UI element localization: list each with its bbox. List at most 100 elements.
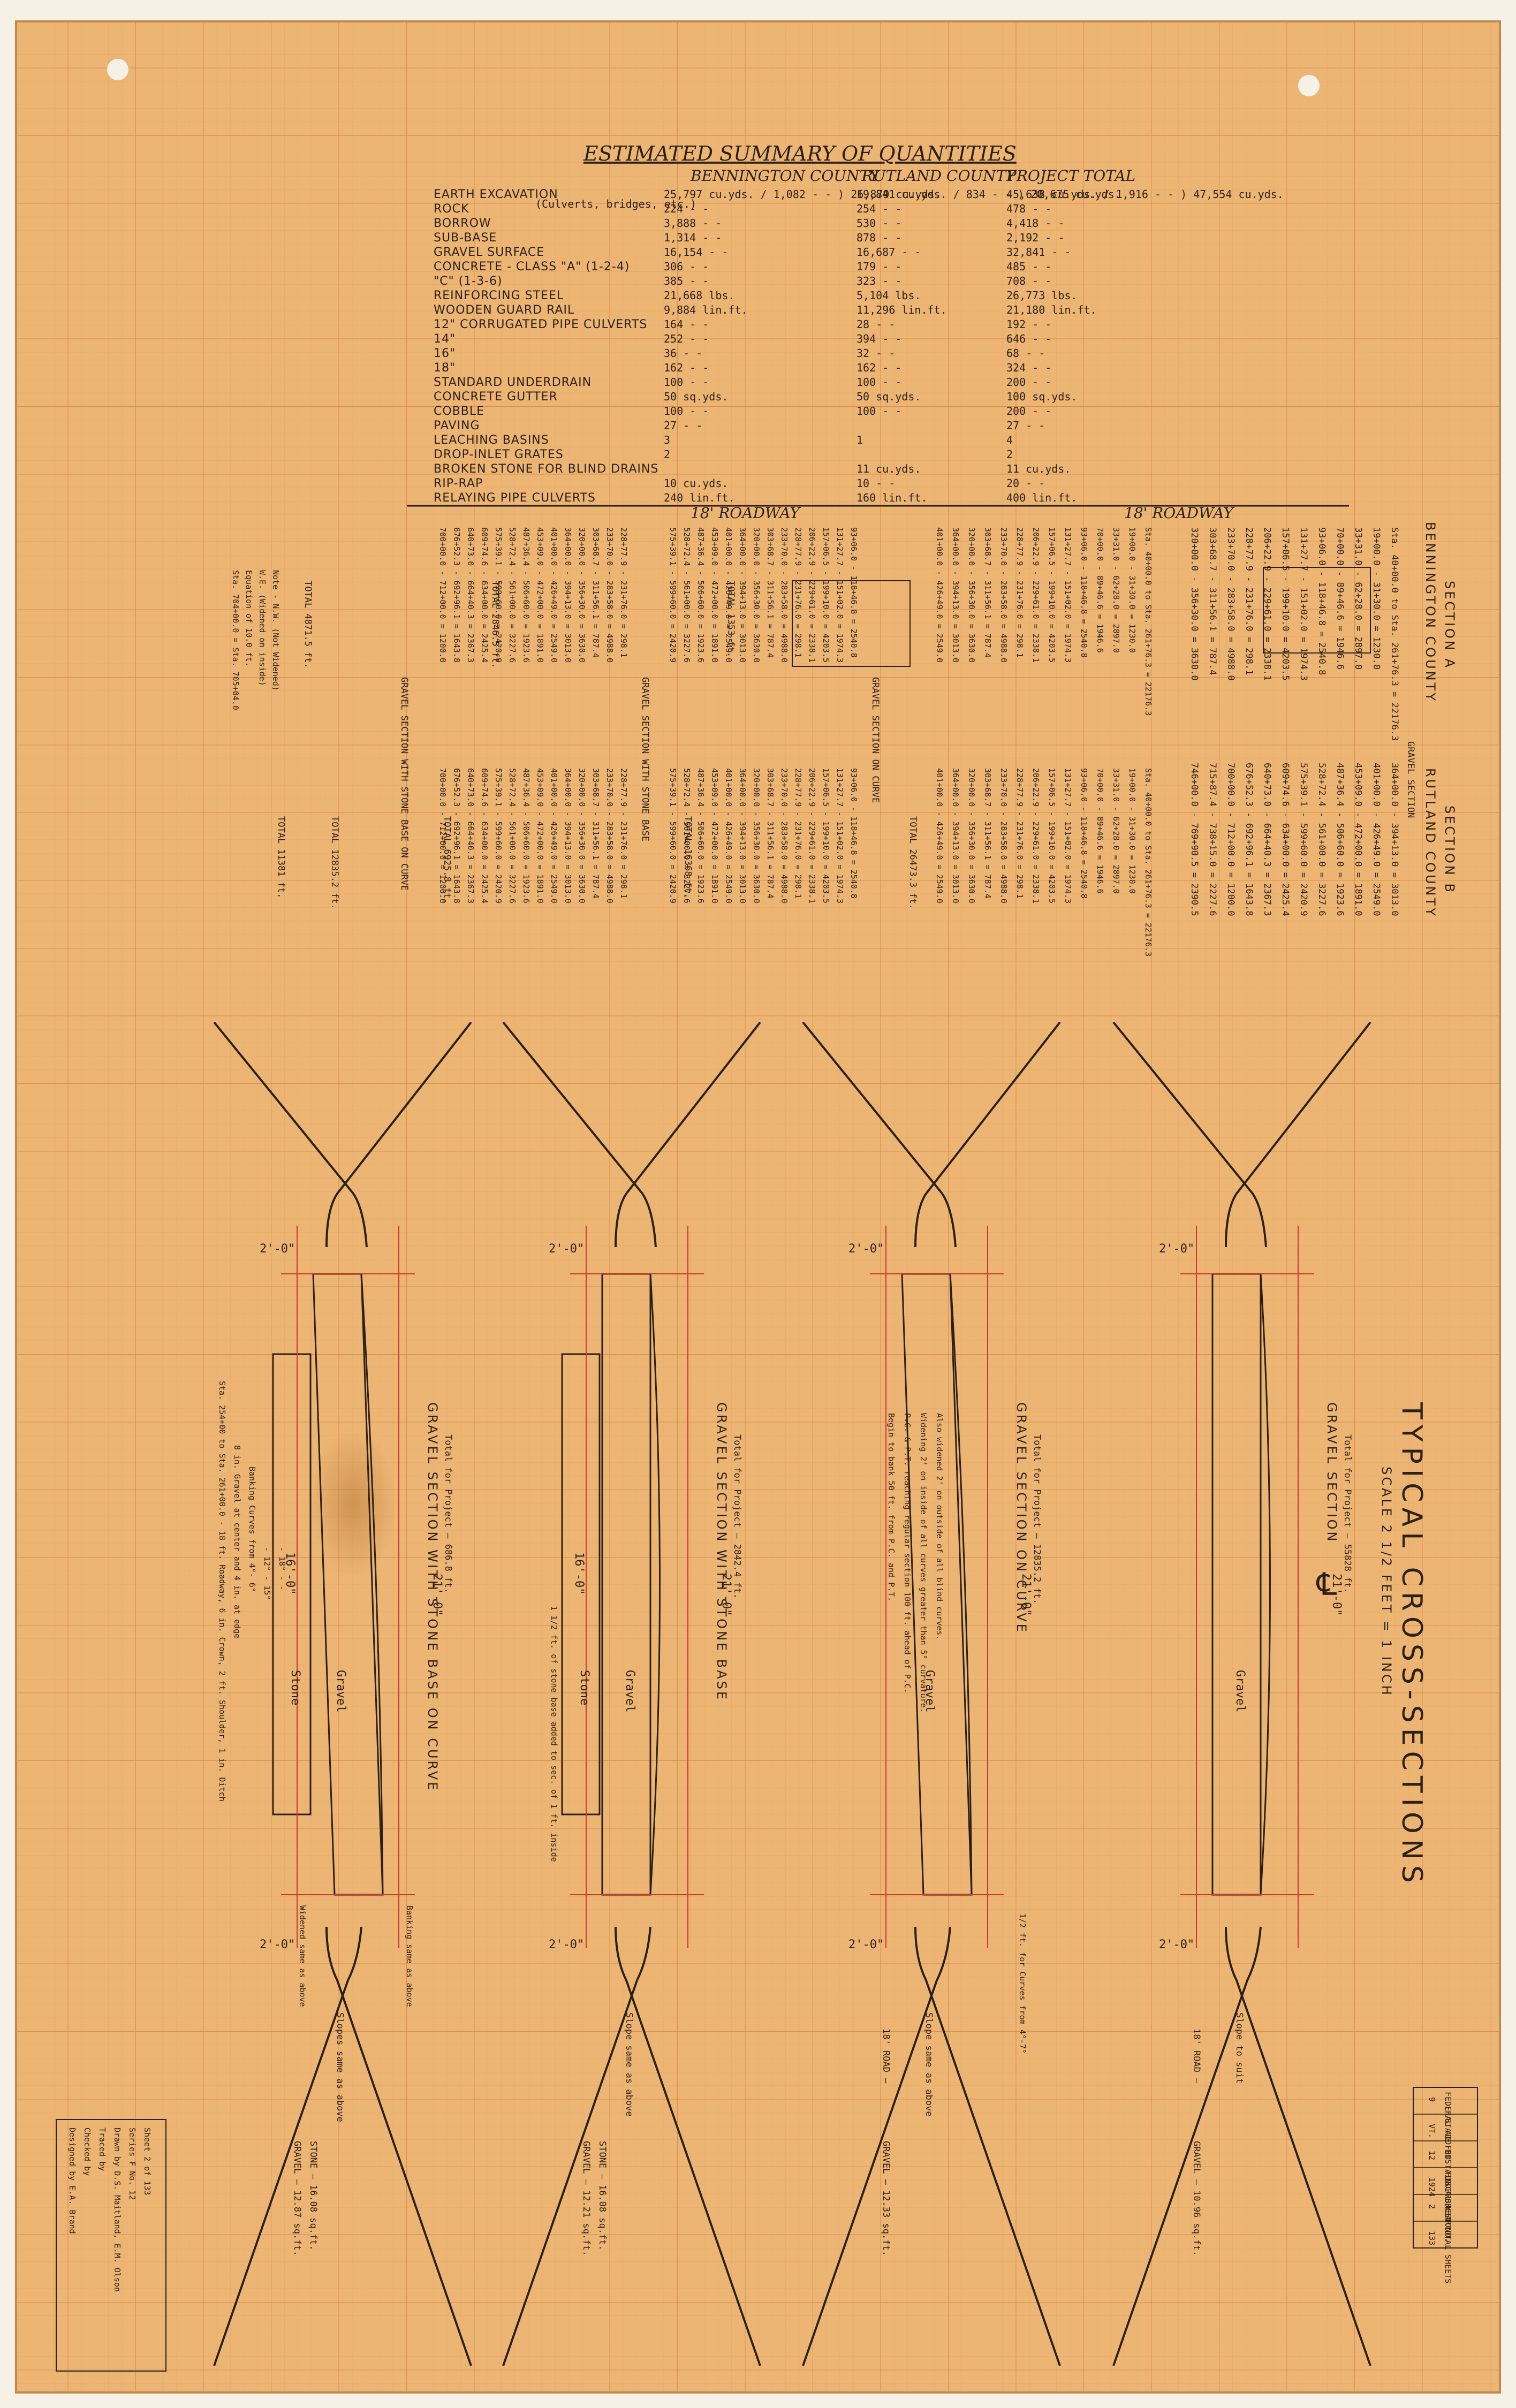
total-6: TOTAL 2846.5 ft. bbox=[490, 581, 501, 669]
quantity-total: 2 bbox=[1006, 448, 1013, 461]
total-7: TOTAL 1353 ft. bbox=[725, 581, 736, 657]
widened-note: Widened same as above bbox=[298, 1905, 307, 2007]
gravel-section-heading: GRAVEL SECTION bbox=[1405, 741, 1416, 818]
dim-label: 2'-0" bbox=[549, 1242, 584, 1256]
station-row: 157+06.5 - 199+10.0 = 4203.5 bbox=[1280, 527, 1291, 681]
station-row: 303+68.7 - 311+56.1 = 787.4 bbox=[983, 527, 992, 658]
quantity-item-label: LEACHING BASINS bbox=[434, 434, 549, 447]
quantity-item-label: 18" bbox=[434, 361, 456, 375]
material-label: Gravel bbox=[923, 1670, 936, 1712]
station-row: 303+68.7 - 311+56.1 = 787.4 bbox=[591, 768, 601, 899]
material-label: Stone bbox=[578, 1670, 591, 1705]
punch-hole-left bbox=[107, 59, 128, 80]
total-2: TOTAL 16368 ft. bbox=[683, 816, 693, 899]
total-1: TOTAL 26473.3 ft. bbox=[907, 816, 918, 909]
quantity-bennington: 21,668 lbs. bbox=[664, 289, 734, 302]
crown-line bbox=[649, 1273, 661, 1895]
area-label: GRAVEL — 10.96 sq.ft. bbox=[1191, 2141, 1202, 2256]
station-row: 401+00.0 - 426+49.0 = 2549.0 bbox=[935, 527, 944, 663]
gravel-label: Gravel bbox=[623, 1670, 636, 1712]
quantity-item-label: COBBLE bbox=[434, 405, 484, 418]
quantity-rutland: 1 bbox=[856, 434, 863, 446]
quantity-item-label: GRAVEL SURFACE bbox=[434, 246, 544, 259]
station-row: 700+00.0 - 712+00.0 = 1200.0 bbox=[1225, 763, 1236, 916]
station-row: 401+00.0 - 426+49.0 = 2549.0 bbox=[549, 527, 559, 663]
quantity-rutland: 394 - - bbox=[856, 332, 901, 345]
station-row: 228+77.9 - 231+76.0 = 298.1 bbox=[1015, 527, 1025, 658]
station-row: 640+73.0 - 664+40.3 = 2367.3 bbox=[1262, 763, 1272, 916]
station-row: 206+22.9 - 229+61.0 = 2338.1 bbox=[807, 527, 817, 663]
width-label: 21'-0" bbox=[719, 1574, 733, 1616]
tb-line-5: Series F No. 12 bbox=[127, 2128, 137, 2200]
stone-label: Stone bbox=[578, 1670, 591, 1705]
area-label: GRAVEL — 12.87 sq.ft. bbox=[292, 2141, 302, 2256]
station-row: 364+00.0 - 394+13.0 = 3013.0 bbox=[951, 768, 960, 903]
section-total: Total for Project — 2842.4 ft. bbox=[732, 1434, 742, 1599]
width-label: 21'-0" bbox=[1019, 1574, 1033, 1616]
quantity-total: 4,418 - - bbox=[1006, 217, 1064, 230]
station-row: 453+09.0 - 472+00.0 = 1891.0 bbox=[535, 527, 545, 663]
station-row: 453+09.0 - 472+00.0 = 1891.0 bbox=[710, 768, 719, 903]
total-4: TOTAL 12835.2 ft. bbox=[329, 816, 340, 909]
quantity-item-label: RIP-RAP bbox=[434, 477, 483, 490]
station-row: 228+77.9 - 231+76.0 = 298.1 bbox=[619, 527, 628, 658]
station-row: 575+39.1 - 599+60.0 = 2420.9 bbox=[494, 768, 503, 903]
stone-base bbox=[272, 1353, 312, 1816]
stone-base bbox=[561, 1353, 601, 1816]
superelevation-text: 1/2 ft. for Curves from 4°-7° bbox=[1018, 1913, 1027, 2054]
banking-note: Banking same as above bbox=[405, 1905, 414, 2007]
quantity-total: 20 - - bbox=[1006, 477, 1045, 490]
station-row: 233+70.0 - 283+58.0 = 4988.0 bbox=[779, 768, 789, 903]
section-footer: Slope to suit bbox=[1234, 2012, 1245, 2084]
station-row: 206+22.9 - 229+61.0 = 2338.1 bbox=[1031, 768, 1041, 903]
total-5: TOTAL 4871.5 ft. bbox=[302, 581, 313, 669]
quantity-bennington: 224 - - bbox=[664, 202, 709, 215]
fed-header: TOTAL SHEETS bbox=[1443, 2225, 1453, 2283]
section-name: GRAVEL SECTION WITH STONE BASE bbox=[714, 1402, 729, 1701]
stone-base-heading: GRAVEL SECTION WITH STONE BASE bbox=[640, 677, 650, 841]
section-b-county: RUTLAND COUNTY bbox=[1423, 768, 1438, 918]
station-row: 233+70.0 - 283+58.0 = 4988.0 bbox=[999, 768, 1009, 903]
station-row: 320+00.0 - 356+30.0 = 3630.0 bbox=[752, 527, 761, 663]
quantity-bennington: 27 - - bbox=[664, 419, 702, 432]
area-block: GRAVEL — 12.21 sq.ft.STONE — 16.08 sq.ft… bbox=[581, 2141, 608, 2256]
quantity-bennington: 50 sq.yds. bbox=[664, 390, 728, 403]
road-note: Sta. 254+00 to Sta. 261+00.0 - 18 ft. Ro… bbox=[217, 1381, 287, 1802]
station-row: 715+87.4 - 738+15.0 = 2227.6 bbox=[1207, 763, 1218, 916]
quantity-rutland: 162 - - bbox=[856, 361, 901, 374]
station-row: 131+27.7 - 151+02.0 = 1974.3 bbox=[835, 527, 845, 663]
quantity-total: 2,192 - - bbox=[1006, 231, 1064, 244]
material-label: Gravel bbox=[1233, 1670, 1247, 1712]
station-row: 70+00.0 - 89+46.6 = 1946.6 bbox=[1095, 768, 1105, 894]
slope-note: Slope to suit bbox=[1234, 2012, 1245, 2084]
station-row: 487+36.4 - 506+60.0 = 1923.6 bbox=[521, 527, 531, 663]
quantity-bennington: 252 - - bbox=[664, 332, 709, 345]
quantity-rutland: 11 cu.yds. bbox=[856, 462, 921, 475]
quantity-item-label: CONCRETE - CLASS "A" (1-2-4) bbox=[434, 260, 630, 274]
quantity-bennington: 36 - - bbox=[664, 347, 702, 360]
area-label-2: STONE — 16.08 sq.ft. bbox=[597, 2141, 608, 2251]
slope-line bbox=[1225, 1021, 1371, 1248]
boxed-entry-a bbox=[1263, 567, 1371, 654]
stone-label: Stone bbox=[289, 1670, 302, 1705]
stone-curve-heading: GRAVEL SECTION WITH STONE BASE ON CURVE bbox=[399, 677, 410, 891]
station-row: 401+00.0 - 426+49.0 = 2549.0 bbox=[724, 527, 733, 663]
section-a-title: SECTION A bbox=[1442, 581, 1457, 670]
station-row: 303+68.7 - 311+56.1 = 787.4 bbox=[765, 527, 775, 658]
quantity-bennington: 9,884 lin.ft. bbox=[664, 303, 748, 316]
fed-cell: FED. AID PROJ. NO.12 bbox=[1427, 2145, 1453, 2232]
station-row: 157+06.5 - 199+10.0 = 4203.5 bbox=[821, 768, 831, 903]
station-row: 228+77.9 - 231+76.0 = 298.1 bbox=[1244, 527, 1254, 675]
curve-note: P.C. & P.T. reaching regular section 100… bbox=[903, 1413, 912, 1693]
section-footer: Slopes same as above bbox=[335, 2012, 345, 2122]
station-row: 157+06.5 - 199+10.0 = 4203.5 bbox=[1047, 527, 1057, 663]
quantity-item-label: SUB-BASE bbox=[434, 231, 497, 245]
station-row: 93+06.0 - 118+46.8 = 2540.8 bbox=[1079, 768, 1089, 899]
sheet-scale: SCALE 2 1/2 FEET = 1 INCH bbox=[1379, 1467, 1394, 1697]
header-rutland: RUTLAND COUNTY bbox=[861, 167, 1017, 185]
station-row: 228+77.9 - 231+76.0 = 298.1 bbox=[619, 768, 628, 899]
station-row: Sta. 40+00.0 to Sta. 261+76.3 = 22176.3 bbox=[1143, 768, 1153, 956]
